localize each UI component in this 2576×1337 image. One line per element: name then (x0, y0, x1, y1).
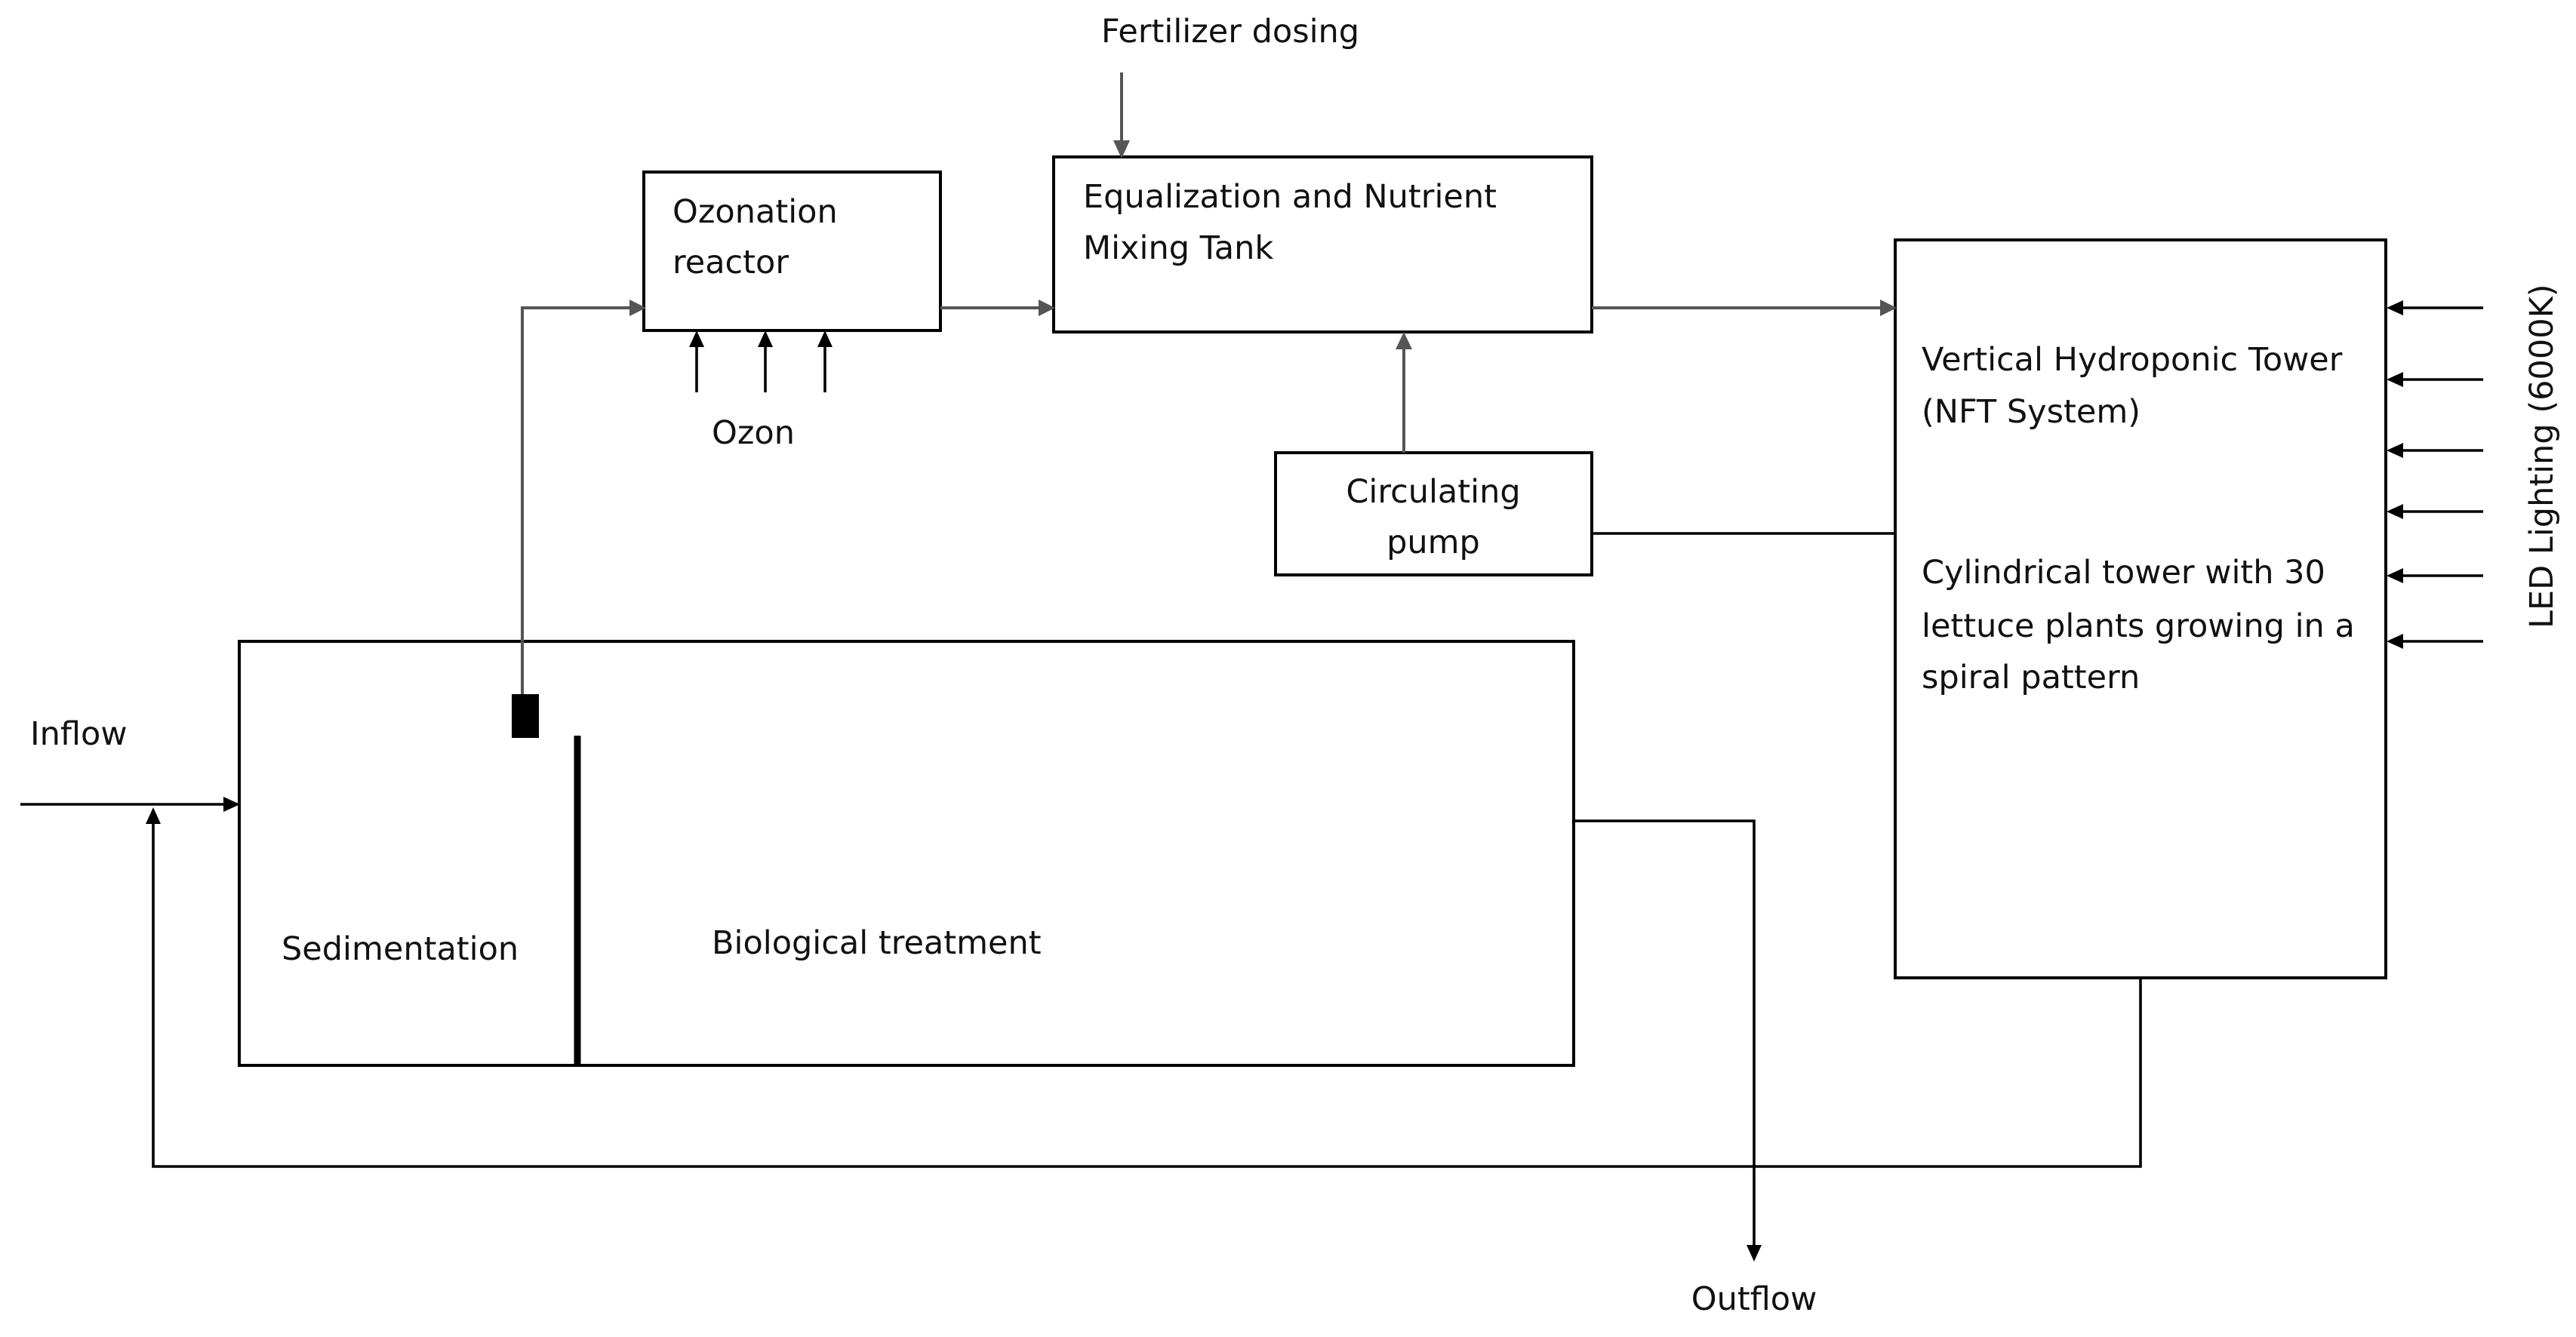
mixing-label-line1: Equalization and Nutrient (1083, 178, 1497, 216)
biological-label: Biological treatment (712, 924, 1042, 962)
tower-label-line1: Vertical Hydroponic Tower (1922, 341, 2343, 379)
riser-to-ozonation (521, 306, 632, 694)
tower-label-line4: lettuce plants growing in a (1922, 607, 2355, 645)
arrow-into-tower (1880, 300, 1897, 316)
fertilizer-label: Fertilizer dosing (1101, 13, 1359, 51)
inflow-label: Inflow (30, 715, 128, 753)
led-arrow-icon-4 (2387, 504, 2403, 519)
led-arrow-icon-5 (2387, 568, 2403, 583)
outlet-block (512, 694, 539, 738)
return-loop-line (152, 822, 2142, 1168)
led-arrow-icon-6 (2387, 634, 2403, 649)
arrow-pump-up-icon (1396, 332, 1412, 349)
mixing-tank-box (1052, 155, 1593, 333)
return-arrow-icon (146, 807, 161, 824)
circulating-pump-box (1274, 451, 1593, 576)
led-label: LED Lighting (6000K) (2523, 284, 2561, 629)
pump-label-line2: pump (1386, 524, 1480, 561)
led-arrow-icon-3 (2387, 443, 2403, 458)
outflow-arrow-icon (1747, 1245, 1762, 1262)
inflow-arrow-icon (223, 797, 240, 812)
ozonation-reactor-box (642, 171, 942, 332)
arrow-into-ozonation (629, 300, 646, 316)
arrow-into-mixing (1039, 300, 1055, 316)
tower-label-line2: (NFT System) (1922, 393, 2141, 431)
pump-label-line1: Circulating (1346, 473, 1520, 511)
outflow-line (1574, 819, 1756, 1246)
ozone-arrow-icon-3 (817, 330, 833, 347)
sedimentation-label: Sedimentation (282, 930, 519, 968)
ozone-arrow-icon-1 (689, 330, 704, 347)
led-arrow-icon-1 (2387, 300, 2403, 315)
ozone-arrow-icon-2 (758, 330, 773, 347)
fertilizer-arrow-icon (1113, 140, 1130, 158)
ozonation-label-line1: Ozonation (672, 193, 838, 231)
hydroponic-tower-box (1894, 238, 2387, 979)
led-arrow-icon-2 (2387, 372, 2403, 387)
tower-label-line5: spiral pattern (1922, 659, 2140, 696)
ozonation-label-line2: reactor (672, 244, 789, 281)
treatment-tank-box (238, 640, 1575, 1067)
outflow-label: Outflow (1691, 1280, 1817, 1318)
mixing-label-line2: Mixing Tank (1083, 229, 1273, 267)
ozon-label: Ozon (712, 414, 795, 452)
tower-label-line3: Cylindrical tower with 30 (1922, 554, 2325, 592)
